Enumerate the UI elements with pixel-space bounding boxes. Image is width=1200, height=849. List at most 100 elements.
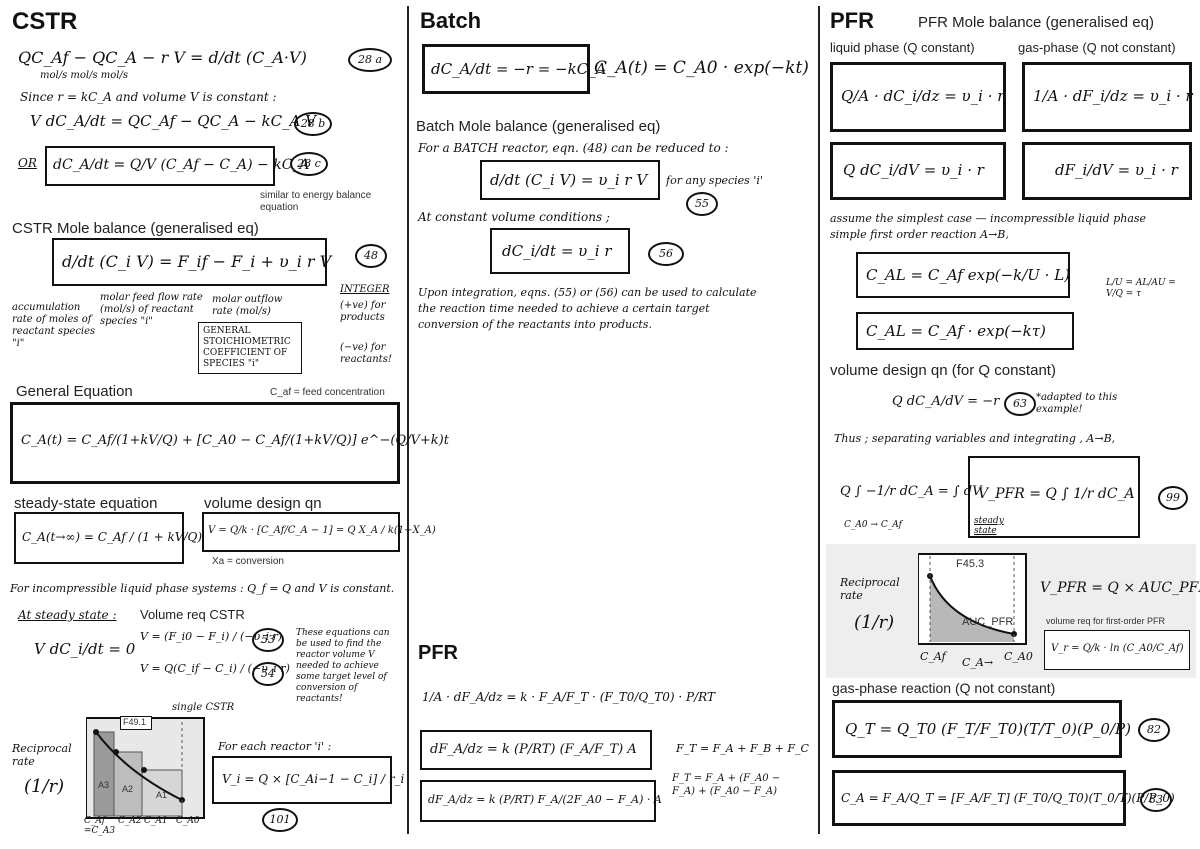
cstr-volume-design-box: V = Q/k · [C_Af/C_A − 1] = Q X_A / k(1−X… <box>202 512 436 552</box>
cstr-stoich-box: GENERAL STOICHIOMETRIC COEFFICIENT OF SP… <box>198 322 302 374</box>
pfr-eq83: C_A = F_A/Q_T = [F_A/F_T] (F_T0/Q_T0)(T_… <box>841 791 1175 805</box>
cstr-eq-28c-box: dC_A/dt = Q/V (C_Af − C_A) − kC_A <box>45 146 310 186</box>
cstr-eq-48-tag: 48 <box>355 244 387 268</box>
batch-integration-text-2: the reaction time needed to achieve a ce… <box>418 302 710 315</box>
pfr-eq-integral-limits-left: C_A0 → C_Af <box>844 520 902 530</box>
cstr-mole-balance-heading: CSTR Mole balance (generalised eq) <box>12 220 259 237</box>
pfr-gas-eq1-box: 1/A · dF_i/dz = υ_i · r <box>1022 62 1193 132</box>
batch-integration-text-3: conversion of the reactants into product… <box>418 318 652 331</box>
cstr-caf-note: C_af = feed concentration <box>270 387 385 398</box>
pfr-gas-heading: gas-phase (Q not constant) <box>1018 40 1176 55</box>
cstr-similar-note: similar to energy balance equation <box>260 190 372 213</box>
batch-column: Batch dC_A/dt = −r = −kC_A C_A(t) = C_A0… <box>410 0 816 849</box>
cstr-x-label-ca2: C_A2 <box>118 816 142 826</box>
cstr-area-label-a3: A3 <box>98 780 110 790</box>
pfr-eq-integral-left: Q ∫ −1/r dC_A = ∫ dV <box>840 484 982 499</box>
cstr-note-minus-ve: (−ve) for reactants! <box>340 342 392 365</box>
cstr-note-molar-outflow: molar outflow rate (mol/s) <box>212 294 283 317</box>
cstr-note-general-stoich: GENERAL STOICHIOMETRIC COEFFICIENT OF SP… <box>203 326 291 369</box>
pfr-bottom-eq-c-box: dF_A/dz = k (P/RT) F_A/(2F_A0 − F_A) · A <box>420 780 662 822</box>
batch-title: Batch <box>420 8 482 33</box>
cstr-eq-28a: QC_Af − QC_A − r V = d/dt (C_A·V) <box>18 48 307 67</box>
cstr-area-label-a1: A1 <box>156 790 168 800</box>
cstr-eq-101: V_i = Q × [C_Ai−1 − C_i] / r_i <box>222 772 405 786</box>
cstr-eq-101-box: V_i = Q × [C_Ai−1 − C_i] / r_i <box>212 756 404 804</box>
pfr-assume-text-2: simple first order reaction A→B, <box>830 228 1009 241</box>
pfr-eq-cal2: C_AL = C_Af · exp(−kτ) <box>866 322 1046 340</box>
pfr-vpfr-auc: V_PFR = Q × AUC_PFR ! <box>1040 580 1200 596</box>
batch-eq-main: dC_A/dt = −r = −kC_A <box>431 60 607 78</box>
cstr-column: CSTR QC_Af − QC_A − r V = d/dt (C_A·V) m… <box>0 0 449 849</box>
cstr-x-label-caf: C_Af =C_A3 <box>84 816 116 836</box>
pfr-mole-balance-heading: PFR Mole balance (generalised eq) <box>918 14 1154 31</box>
pfr-eq82: Q_T = Q_T0 (F_T/F_T0)(T/T_0)(P_0/P) <box>845 720 1131 738</box>
batch-eq-56: dC_i/dt = υ_i r <box>502 242 612 260</box>
pfr-bottom-eq-b-box: dF_A/dz = k (P/RT) (F_A/F_T) A <box>420 730 652 770</box>
cstr-steady-eq-box: C_A(t→∞) = C_Af / (1 + kV/Q) <box>14 512 202 564</box>
batch-eq-main-box: dC_A/dt = −r = −kC_A <box>422 44 607 94</box>
pfr-eq99-tag: 99 <box>1158 486 1188 510</box>
cstr-steady-eq: C_A(t→∞) = C_Af / (1 + kV/Q) <box>22 530 203 544</box>
cstr-volume-design-heading: volume design qn <box>204 495 322 512</box>
cstr-single-cstr: single CSTR <box>172 702 235 713</box>
pfr-x-label-ca0: C_A0 <box>1004 650 1033 663</box>
pfr-eq-cal2-box: C_AL = C_Af · exp(−kτ) <box>856 312 1074 350</box>
batch-const-volume: At constant volume conditions ; <box>418 210 610 224</box>
cstr-or-label: OR <box>18 156 37 170</box>
pfr-column: PFR PFR Mole balance (generalised eq) li… <box>822 0 1200 849</box>
pfr-one-over-r: (1/r) <box>854 612 895 633</box>
pfr-eq82-tag: 82 <box>1138 718 1170 742</box>
cstr-eq-48: d/dt (C_i V) = F_if − F_i + υ_i r V <box>62 252 332 271</box>
cstr-reciprocal-rate-figure <box>86 717 205 819</box>
pfr-liq-eq2: Q dC_i/dV = υ_i · r <box>843 161 984 179</box>
cstr-note-integer: INTEGER <box>340 284 390 295</box>
batch-mole-balance-heading: Batch Mole balance (generalised eq) <box>416 118 661 135</box>
cstr-eq-101-tag: 101 <box>262 808 298 832</box>
pfr-reciprocal-rate-figure <box>918 553 1027 645</box>
pfr-gas-eq2: dF_i/dV = υ_i · r <box>1055 161 1178 179</box>
cstr-eq-28c-tag: 28 c <box>290 152 328 176</box>
pfr-gas-eq1: 1/A · dF_i/dz = υ_i · r <box>1033 87 1193 105</box>
cstr-eq-28a-tag: 28 a <box>348 48 392 72</box>
cstr-title: CSTR <box>12 8 78 35</box>
pfr-title: PFR <box>830 8 874 33</box>
cstr-x-label-ca0: C_A0 <box>176 816 200 826</box>
cstr-note-molar-feed: molar feed flow rate (mol/s) of reactant… <box>100 292 203 327</box>
pfr-liquid-heading: liquid phase (Q constant) <box>830 40 975 55</box>
cstr-area-label-a2: A2 <box>122 784 134 794</box>
cstr-fig-label: F49.1 <box>123 717 147 727</box>
cstr-eq-53-tag: 53 <box>252 628 284 652</box>
cstr-general-eq-box: C_A(t) = C_Af/(1+kV/Q) + [C_A0 − C_Af/(1… <box>10 402 449 484</box>
cstr-eq-54-tag: 54 <box>252 662 284 686</box>
cstr-volume-req-heading: Volume req CSTR <box>140 607 245 622</box>
pfr-eq-vpfr: V_PFR = Q ∫ 1/r dC_A <box>978 486 1135 502</box>
pfr-liq-eq1-box: Q/A · dC_i/dz = υ_i · r <box>830 62 1006 132</box>
cstr-for-each-reactor: For each reactor 'i' : <box>218 740 332 753</box>
pfr-eq82-box: Q_T = Q_T0 (F_T/F_T0)(T/T_0)(P_0/P) <box>832 700 1131 758</box>
cstr-general-eq: C_A(t) = C_Af/(1+kV/Q) + [C_A0 − C_Af/(1… <box>21 433 449 448</box>
pfr-bottom-eq-b: dF_A/dz = k (P/RT) (F_A/F_T) A <box>430 742 637 757</box>
cstr-eq-28b: V dC_A/dt = QC_Af − QC_A − kC_A V <box>30 112 317 130</box>
batch-eq-exp: C_A(t) = C_A0 · exp(−kt) <box>594 58 809 78</box>
cstr-eq-28c: dC_A/dt = Q/V (C_Af − C_A) − kC_A <box>53 157 310 173</box>
pfr-bottom-ft-note-1: F_T = F_A + F_B + F_C <box>676 742 809 755</box>
pfr-assume-text-1: assume the simplest case — incompressibl… <box>830 212 1147 225</box>
pfr-tau-note: L/U = AL/AU = V/Q = τ <box>1106 278 1176 299</box>
pfr-volume-design-heading: volume design qn (for Q constant) <box>830 362 1056 379</box>
cstr-volume-design-eq: V = Q/k · [C_Af/C_A − 1] = Q X_A / k(1−X… <box>208 525 436 536</box>
cstr-x-label-ca1: C_A1 <box>144 816 168 826</box>
pfr-bottom-eq-a: 1/A · dF_A/dz = k · F_A/F_T · (F_T0/Q_T0… <box>422 690 715 704</box>
pfr-x-label-caf: C_Af <box>920 650 946 663</box>
cstr-xa-note: Xa = conversion <box>212 556 284 567</box>
pfr-bottom-eq-c: dF_A/dz = k (P/RT) F_A/(2F_A0 − F_A) · A <box>428 793 662 806</box>
cstr-fig-label-box: F49.1 <box>120 716 152 730</box>
pfr-auc-label: AUC_PFR <box>962 616 1014 628</box>
cstr-incompressible-text: For incompressible liquid phase systems … <box>10 582 395 595</box>
cstr-general-eq-heading: General Equation <box>16 383 133 400</box>
cstr-since-text: Since r = kC_A and volume V is constant … <box>20 90 277 104</box>
batch-integration-text-1: Upon integration, eqns. (55) or (56) can… <box>418 286 757 299</box>
pfr-x-label-ca: C_A→ <box>962 656 994 669</box>
pfr-fig-label: F45.3 <box>956 558 985 570</box>
cstr-one-over-r: (1/r) <box>24 776 65 797</box>
cstr-steady-dcdt: V dC_i/dt = 0 <box>34 640 136 658</box>
